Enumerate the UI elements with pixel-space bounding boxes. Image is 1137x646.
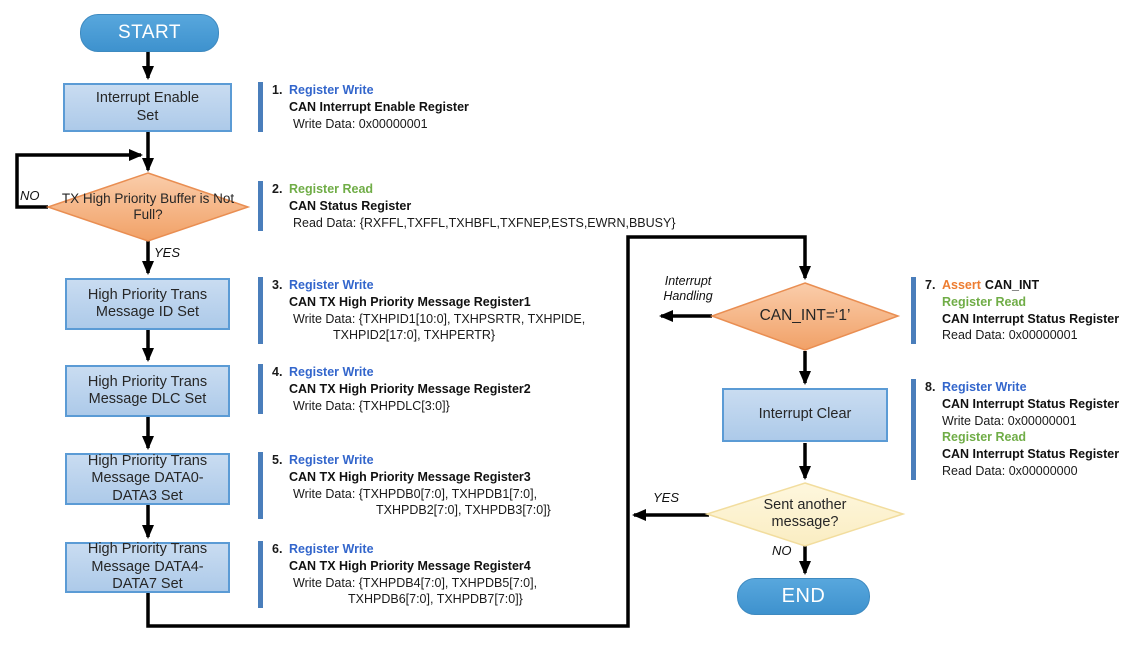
annotation-number: 1. — [272, 83, 283, 97]
process-data4-data7-set: High Priority Trans Message DATA4-DATA7 … — [65, 541, 230, 593]
annotation-4: 4. Register Write CAN TX High Priority Me… — [258, 364, 531, 415]
process-dlc-set: High Priority Trans Message DLC Set — [65, 365, 230, 417]
annotation-5: 5. Register Write CAN TX High Priority Me… — [258, 452, 551, 520]
decision-buffer-not-full-shape — [45, 172, 251, 242]
process-label: High Priority Trans Message DATA0-DATA3 … — [87, 452, 208, 504]
label-interrupt-handling: Interrupt Handling — [663, 274, 713, 303]
annotation-accent-bar — [258, 541, 263, 609]
annotation-register: CAN Interrupt Enable Register — [289, 99, 469, 114]
annotation-6: 6. Register Write CAN TX High Priority Me… — [258, 541, 538, 609]
process-label: Interrupt Enable Set — [95, 90, 200, 124]
annotation-number: 5. — [272, 453, 283, 467]
annotation-register: CAN TX High Priority Message Register1 — [289, 294, 531, 309]
annotation-accent-bar — [258, 277, 263, 345]
annotation-number: 8. — [925, 380, 936, 394]
annotation-action: Register Write — [289, 83, 374, 97]
edge-no-loop — [15, 149, 143, 209]
annotation-register: CAN TX High Priority Message Register4 — [289, 558, 531, 573]
process-label: High Priority Trans Message DLC Set — [87, 373, 208, 408]
annotation-accent-bar — [258, 181, 263, 232]
process-label: High Priority Trans Message DATA4-DATA7 … — [87, 541, 208, 593]
annotation-register: CAN Interrupt Status Register — [942, 311, 1120, 326]
annotation-action: Register Write — [289, 278, 374, 292]
process-interrupt-enable-set: Interrupt Enable Set — [63, 83, 232, 132]
annotation-accent-bar — [258, 364, 263, 415]
process-label: High Priority Trans Message ID Set — [87, 286, 208, 321]
annotation-accent-bar — [258, 82, 263, 133]
decision-buffer-not-full-label: TX High Priority Buffer is Not Full? — [61, 191, 235, 222]
annotation-data: Write Data: {TXHPDB0[7:0], TXHPDB1[7:0], — [293, 486, 538, 501]
process-data0-data3-set: High Priority Trans Message DATA0-DATA3 … — [65, 453, 230, 505]
edge-data47-to-can-int — [146, 235, 811, 628]
annotation-action: Register Write — [942, 380, 1027, 394]
annotation-8: 8. Register Write CAN Interrupt Status Re… — [911, 379, 1119, 480]
annotation-data: Write Data: {TXHPID1[10:0], TXHPSRTR, TX… — [293, 311, 586, 326]
annotation-number: 6. — [272, 542, 283, 556]
decision-can-int-label: CAN_INT=‘1’ — [759, 307, 851, 324]
annotation-data: Write Data: 0x00000001 — [293, 116, 428, 131]
annotation-register: CAN Status Register — [289, 198, 412, 213]
annotation-register: CAN TX High Priority Message Register2 — [289, 381, 531, 396]
annotation-data-continued: TXHPDB6[7:0], TXHPDB7[7:0]} — [348, 592, 523, 607]
annotation-number: 3. — [272, 278, 283, 292]
annotation-data: Write Data: {TXHPDB4[7:0], TXHPDB5[7:0], — [293, 575, 538, 590]
start-terminal: START — [80, 14, 219, 52]
annotation-action: Register Write — [289, 453, 374, 467]
annotation-assert: Assert — [942, 278, 981, 292]
annotation-number: 2. — [272, 182, 283, 196]
annotation-data: Write Data: 0x00000001 — [942, 413, 1077, 428]
process-id-set: High Priority Trans Message ID Set — [65, 278, 230, 330]
annotation-number: 7. — [925, 278, 936, 292]
annotation-action: Register Write — [289, 542, 374, 556]
label-yes-repeat: YES — [653, 490, 680, 505]
annotation-data-2: Read Data: 0x00000000 — [942, 463, 1078, 478]
annotation-action: Register Read — [942, 294, 1027, 309]
end-label: END — [781, 585, 826, 607]
annotation-accent-bar — [258, 452, 263, 520]
annotation-3: 3. Register Write CAN TX High Priority Me… — [258, 277, 586, 345]
annotation-action: Register Write — [289, 365, 374, 379]
annotation-action: Register Read — [289, 182, 374, 196]
annotation-data: Write Data: {TXHPDLC[3:0]} — [293, 398, 450, 413]
label-no-end: NO — [772, 543, 792, 558]
annotation-register: CAN TX High Priority Message Register3 — [289, 469, 531, 484]
annotation-accent-bar — [911, 379, 916, 480]
label-no: NO — [20, 188, 40, 203]
annotation-2: 2. Register Read CAN Status Register Read… — [258, 181, 676, 232]
annotation-register-2: CAN Interrupt Status Register — [942, 447, 1120, 462]
annotation-data: Read Data: 0x00000001 — [942, 328, 1078, 343]
decision-sent-another-shape — [704, 482, 906, 547]
label-yes: YES — [154, 245, 181, 260]
annotation-register: CAN Interrupt Status Register — [942, 396, 1120, 411]
annotation-number: 4. — [272, 365, 283, 379]
start-label: START — [117, 22, 182, 43]
process-interrupt-clear: Interrupt Clear — [722, 388, 888, 442]
annotation-action-2: Register Read — [942, 430, 1027, 445]
annotation-accent-bar — [911, 277, 916, 345]
decision-can-int-shape — [709, 282, 901, 351]
annotation-assert-target: CAN_INT — [984, 278, 1040, 292]
annotation-data-continued: TXHPDB2[7:0], TXHPDB3[7:0]} — [376, 503, 551, 518]
decision-sent-another-label: Sent another message? — [763, 497, 847, 530]
process-label: Interrupt Clear — [758, 406, 852, 423]
end-terminal: END — [737, 578, 870, 615]
annotation-1: 1. Register Write CAN Interrupt Enable Re… — [258, 82, 469, 133]
annotation-data-continued: TXHPID2[17:0], TXHPERTR} — [333, 328, 496, 343]
annotation-data: Read Data: {RXFFL,TXFFL,TXHBFL,TXFNEP,ES… — [293, 215, 676, 230]
